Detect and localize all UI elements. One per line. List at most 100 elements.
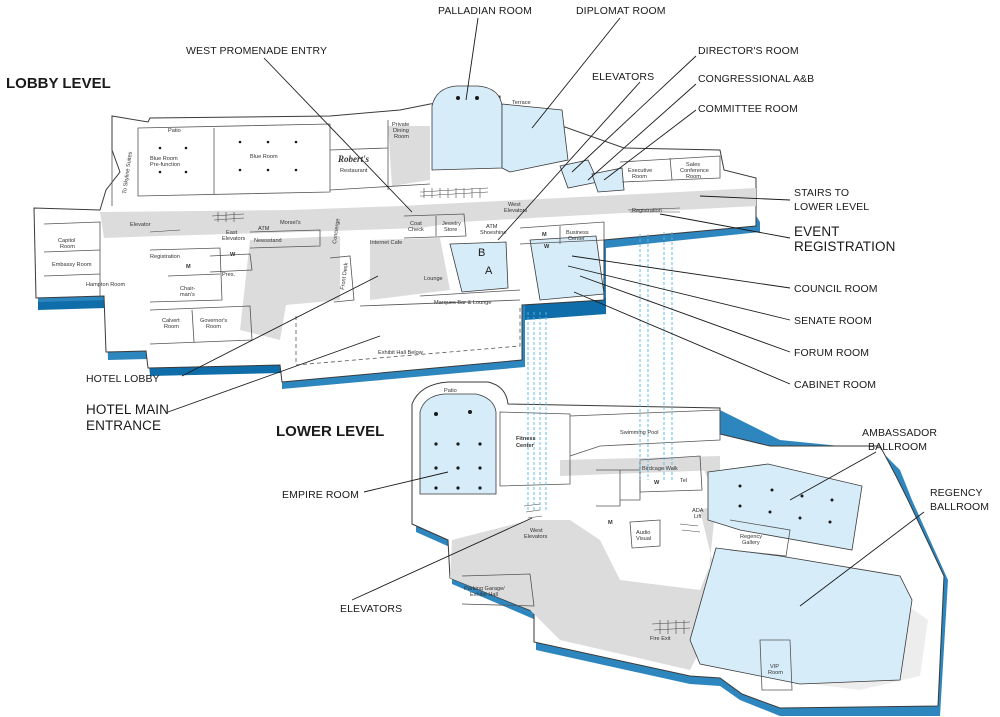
label-east-elev-2: Elevators <box>222 236 246 242</box>
palladian-room <box>431 85 503 171</box>
label-capitol-2: Room <box>60 244 75 250</box>
label-chairmans-1: Chair- <box>180 286 195 292</box>
label-executive-1: Executive <box>628 168 652 174</box>
label-chairmans-2: man's <box>180 292 195 298</box>
label-newsstand: Newsstand <box>254 238 282 244</box>
label-business-1: Business <box>566 230 589 236</box>
callout-forum-room: FORUM ROOM <box>794 347 869 359</box>
label-atm-shoeshine-2: Shoeshine <box>480 230 506 236</box>
label-regency-gallery-2: Gallery <box>742 540 760 546</box>
callout-empire-room: EMPIRE ROOM <box>282 489 359 501</box>
callout-diplomat-room: DIPLOMAT ROOM <box>576 5 666 17</box>
label-fire-exit: Fire Exit <box>650 636 671 642</box>
label-w3: W <box>230 252 236 258</box>
label-west-elev-2: Elevators <box>504 208 528 214</box>
label-roberts: Robert's <box>337 154 370 164</box>
label-atm: ATM <box>258 226 270 232</box>
callout-ambassador-line2: BALLROOM <box>868 441 927 453</box>
label-marques: Marques Bar & Lounge <box>434 300 492 306</box>
label-m1: M <box>542 232 547 238</box>
label-swimming-pool: Swimming Pool <box>620 430 659 436</box>
label-executive-2: Room <box>632 174 647 180</box>
label-m2: M <box>186 264 191 270</box>
label-embassy: Embassy Room <box>52 262 92 268</box>
label-blue-pre-1: Blue Room <box>150 156 178 162</box>
label-vip-1: VIP <box>770 664 779 670</box>
callout-main-entrance-line2: ENTRANCE <box>86 418 161 433</box>
label-lounge: Lounge <box>424 276 443 282</box>
callout-event-line1: EVENT <box>794 224 840 239</box>
label-ada-1: ADA <box>692 508 704 514</box>
label-morsels: Morsel's <box>280 220 301 226</box>
room-label-a: A <box>485 265 493 277</box>
label-capitol-1: Capitol <box>58 238 75 244</box>
label-exhibit-below: Exhibit Hall Below <box>378 350 424 356</box>
lobby-level-title: LOBBY LEVEL <box>6 75 111 92</box>
congressional-ab <box>449 241 509 293</box>
label-fitness-1: Fitness <box>516 436 536 442</box>
callout-palladian-room: PALLADIAN ROOM <box>438 5 532 17</box>
callout-west-promenade-entry: WEST PROMENADE ENTRY <box>186 45 327 57</box>
label-sales-1: Sales <box>686 162 700 168</box>
room-label-b: B <box>478 247 485 259</box>
label-west-elev-lower-2: Elevators <box>524 534 548 540</box>
label-coat-2: Check <box>408 227 424 233</box>
label-tel: Tel <box>680 478 687 484</box>
label-sales-2: Conference <box>680 168 709 174</box>
label-ada-2: Lift <box>694 514 702 520</box>
elevator-connectors <box>527 232 673 512</box>
label-birdcage-walk: Birdcage Walk <box>642 466 678 472</box>
label-jewelry-1: Jewelry <box>442 221 461 227</box>
callout-stairs-line2: LOWER LEVEL <box>794 201 869 213</box>
callout-directors-room: DIRECTOR'S ROOM <box>698 45 799 57</box>
leader-lines <box>167 17 925 607</box>
label-skyline-suites: To Skyline Suites <box>122 151 134 194</box>
label-west-elev-lower-1: West <box>530 528 543 534</box>
label-private-3: Room <box>394 134 409 140</box>
callout-committee-room: COMMITTEE ROOM <box>698 103 798 115</box>
callout-main-entrance-line1: HOTEL MAIN <box>86 402 169 417</box>
label-business-2: Center <box>568 236 585 242</box>
callout-council-room: COUNCIL ROOM <box>794 283 878 295</box>
label-w1: W <box>654 480 660 486</box>
label-registration-right: Registration <box>632 208 662 214</box>
label-audio-2: Visual <box>636 536 651 542</box>
label-parking-1: Parking Garage/ <box>464 586 505 592</box>
diplomat-room <box>501 103 569 173</box>
label-internet-cafe: Internet Cafe <box>370 240 402 246</box>
label-w2: W <box>544 244 550 250</box>
label-blue-pre-2: Pre-function <box>150 162 180 168</box>
lobby-level-floor <box>33 85 760 389</box>
label-atm-shoeshine-1: ATM <box>486 224 498 230</box>
label-restaurant: Restaurant <box>340 168 368 174</box>
label-patio-top: Patio <box>168 128 181 134</box>
label-jewelry-2: Store <box>444 227 457 233</box>
label-blue-room: Blue Room <box>250 154 278 160</box>
label-regency-gallery-1: Regency <box>740 534 762 540</box>
label-private-1: Private <box>392 122 409 128</box>
callout-elevators-top: ELEVATORS <box>592 71 654 83</box>
callout-cabinet-room: CABINET ROOM <box>794 379 876 391</box>
callout-event-line2: REGISTRATION <box>794 239 895 254</box>
regency-ballroom <box>689 547 913 685</box>
label-sales-3: Room <box>686 174 701 180</box>
callout-ambassador-line1: AMBASSADOR <box>862 427 937 439</box>
label-concierge: Concierge <box>332 218 341 244</box>
label-governors-1: Governor's <box>200 318 227 324</box>
label-vip-2: Room <box>768 670 783 676</box>
congressional-room <box>591 167 625 193</box>
label-audio-1: Audio <box>636 530 650 536</box>
label-hampton: Hampton Room <box>86 282 126 288</box>
label-m3: M <box>608 520 613 526</box>
label-governors-2: Room <box>206 324 221 330</box>
callout-hotel-lobby: HOTEL LOBBY <box>86 373 160 385</box>
callout-congressional: CONGRESSIONAL A&B <box>698 73 814 85</box>
callout-stairs-line1: STAIRS TO <box>794 187 849 199</box>
ambassador-ballroom <box>707 463 863 551</box>
label-west-elev-1: West <box>508 202 521 208</box>
label-fitness-2: Center <box>516 443 535 449</box>
callout-senate-room: SENATE ROOM <box>794 315 872 327</box>
label-private-2: Dining <box>393 128 409 134</box>
lower-level-title: LOWER LEVEL <box>276 423 384 440</box>
